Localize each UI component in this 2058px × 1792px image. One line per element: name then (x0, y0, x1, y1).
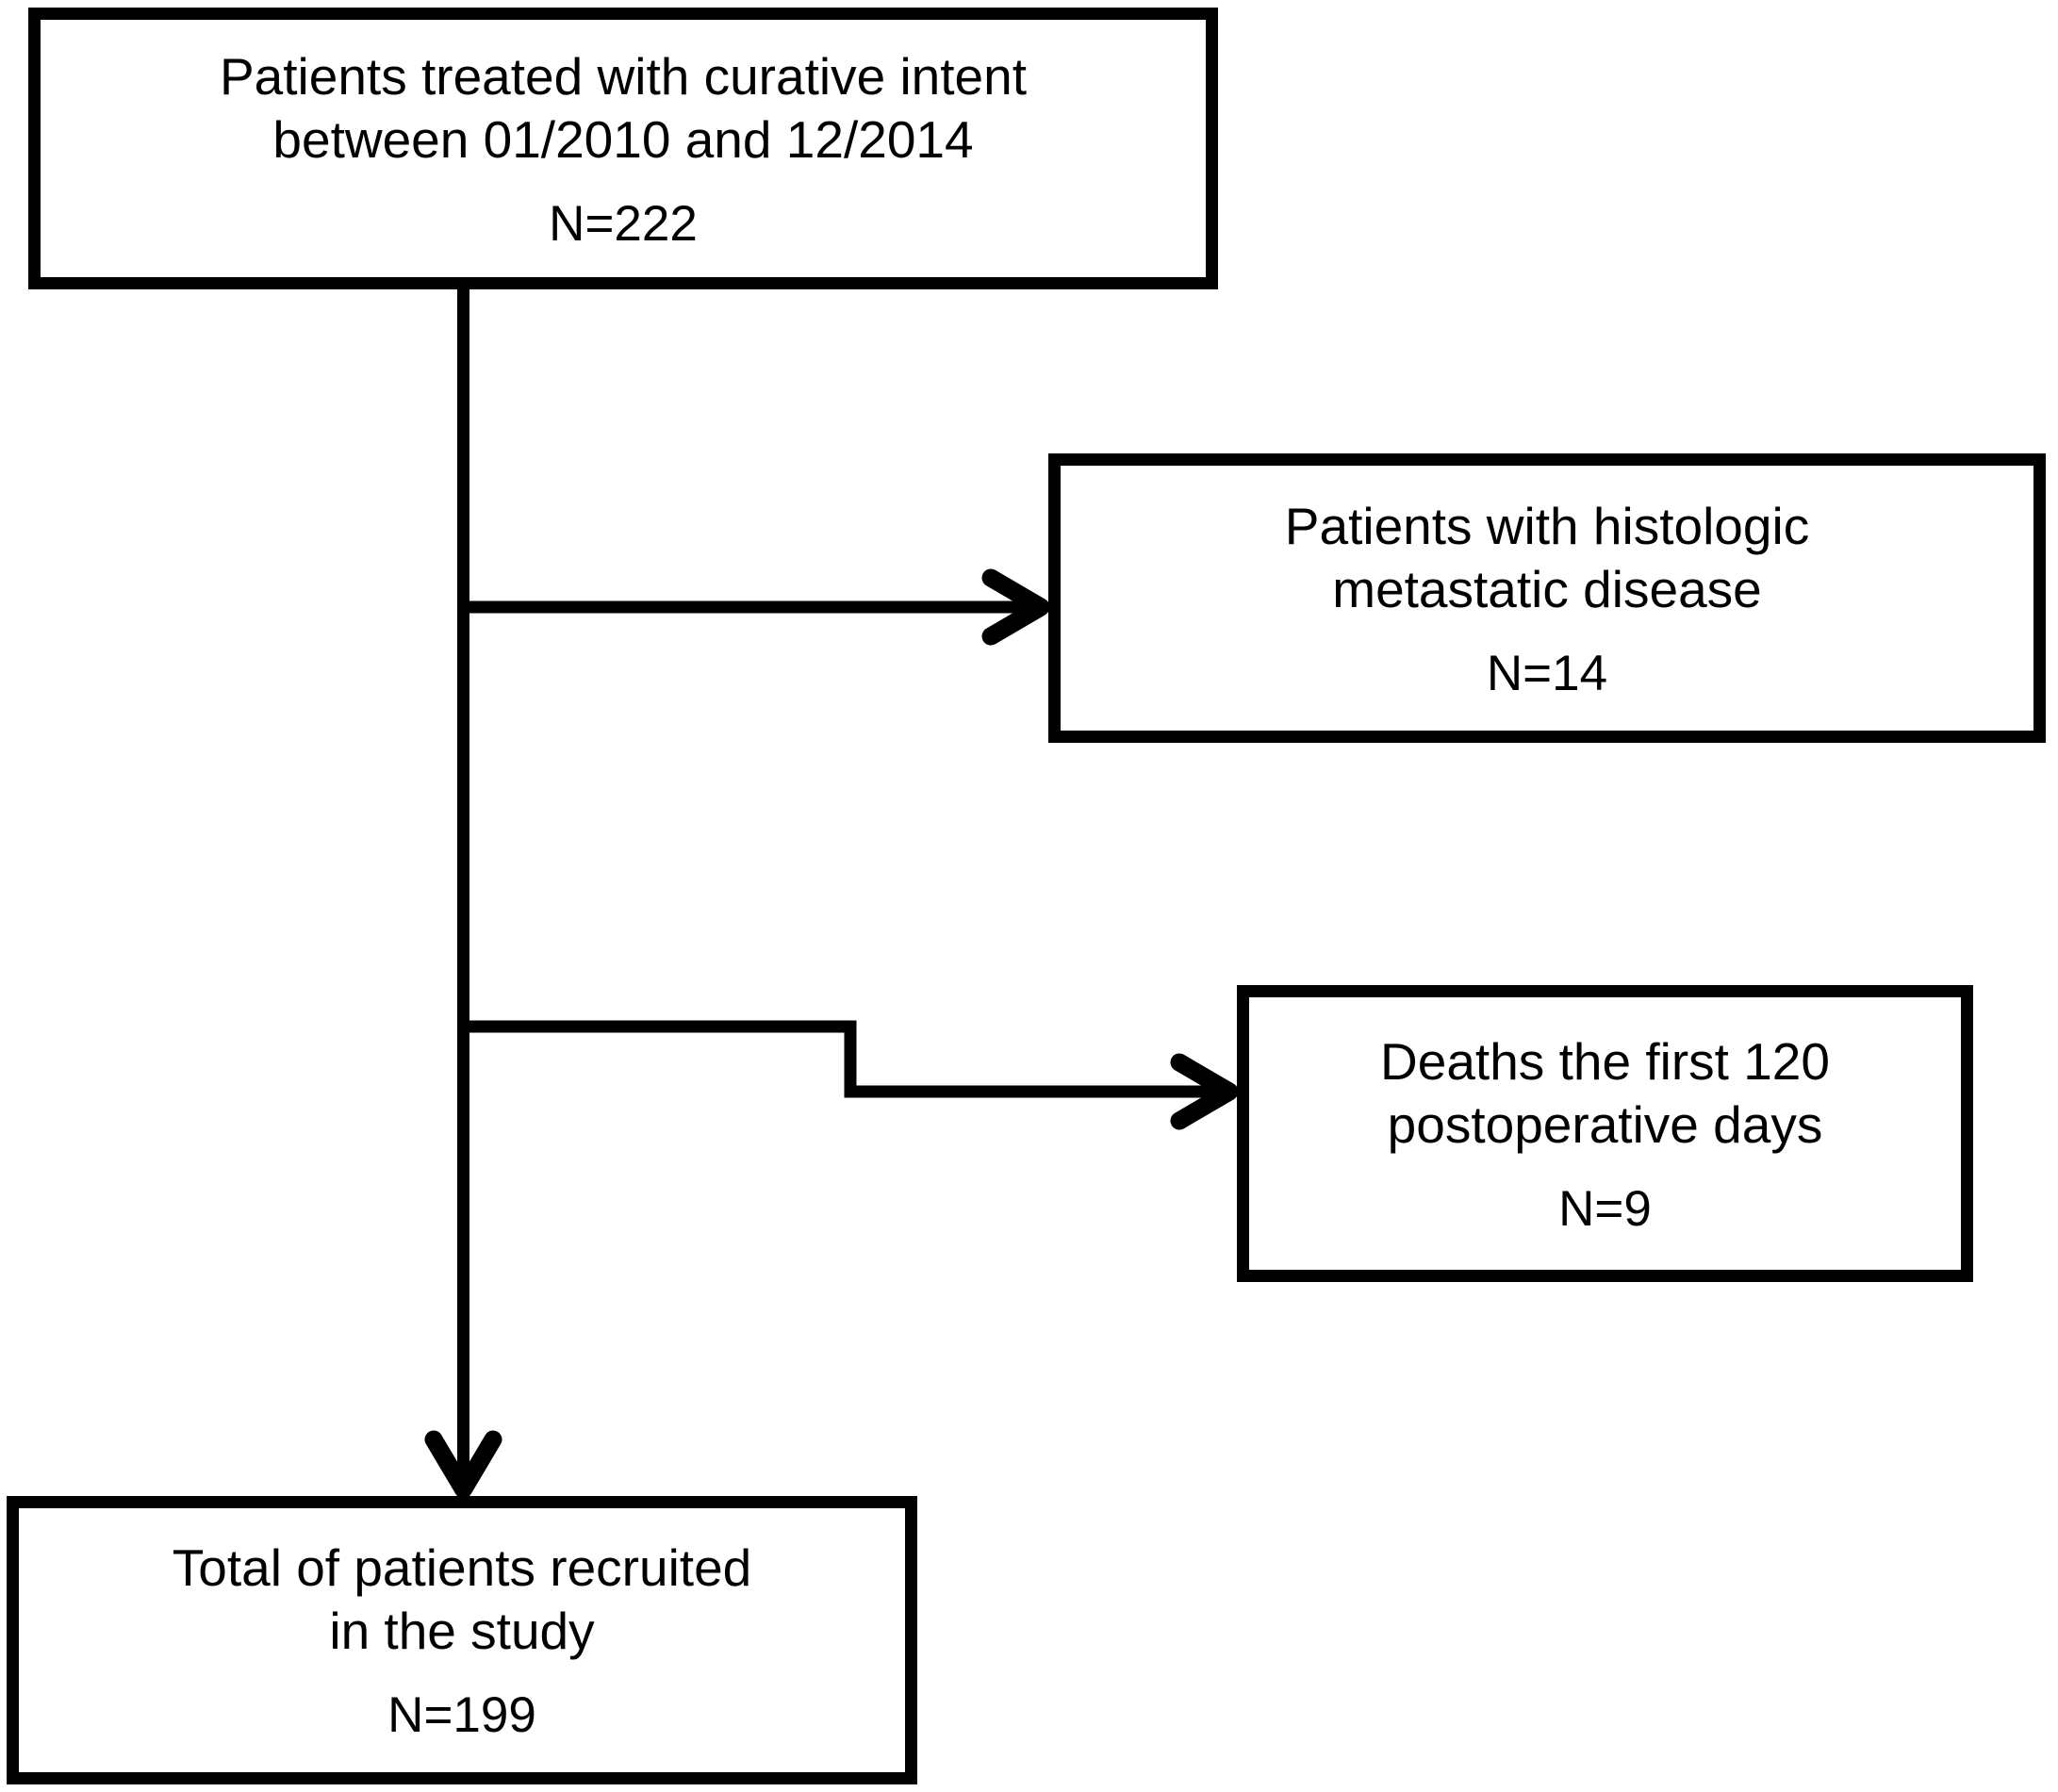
node-count-label: N=14 (1486, 645, 1608, 701)
branch-deaths-line (463, 1020, 1214, 1098)
node-text-line: Patients treated with curative intent (219, 46, 1028, 106)
arrowhead-right-icon (981, 568, 1050, 646)
node-text-line: in the study (329, 1602, 595, 1660)
node-excluded-deaths: Deaths the first 120 postoperative days … (1237, 985, 1973, 1282)
node-total-recruited: Total of patients recruited in the study… (7, 1496, 917, 1784)
node-count-label: N=9 (1558, 1180, 1652, 1237)
node-text-line: postoperative days (1387, 1094, 1823, 1154)
node-text-line: between 01/2010 and 12/2014 (272, 109, 974, 169)
node-count-label: N=199 (387, 1687, 536, 1743)
node-excluded-metastatic: Patients with histologic metastatic dise… (1048, 453, 2046, 743)
node-text-line: metastatic disease (1332, 559, 1762, 618)
arrowhead-down-icon (424, 1430, 502, 1499)
node-text-line: Deaths the first 120 (1380, 1031, 1830, 1091)
node-text-line: Total of patients recruited (172, 1538, 752, 1597)
node-curative-intent: Patients treated with curative intent be… (28, 8, 1218, 289)
node-text-line: Patients with histologic (1284, 496, 1810, 555)
arrowhead-right-icon (1170, 1053, 1239, 1130)
node-count-label: N=222 (549, 195, 698, 252)
